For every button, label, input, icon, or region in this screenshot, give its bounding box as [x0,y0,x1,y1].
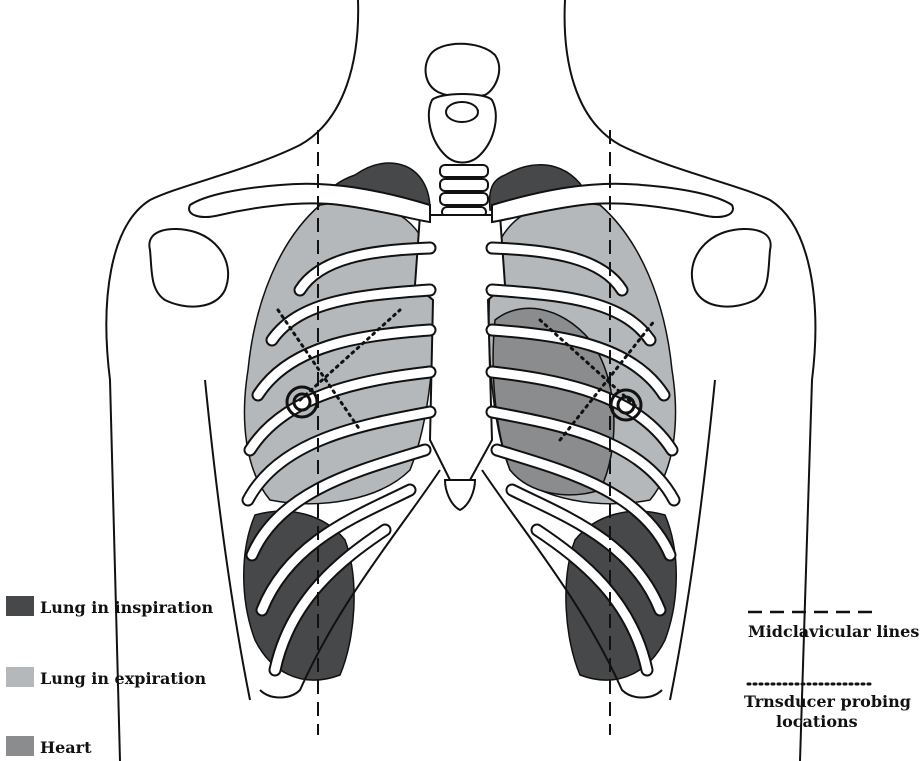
legend-label-inspiration: Lung in inspiration [40,598,213,617]
legend-label-heart: Heart [40,738,91,757]
legend-swatch-inspiration [6,596,34,616]
larynx [426,44,500,163]
trachea [440,165,488,217]
legend-label-expiration: Lung in expiration [40,669,206,688]
legend-swatch-expiration [6,667,34,687]
key-midclavicular-label: Midclavicular lines [748,622,919,641]
key-probing-label-line1: Trnsducer probing [744,692,911,711]
key-probing-label-line2: locations [776,712,858,731]
legend-swatch-heart [6,736,34,756]
